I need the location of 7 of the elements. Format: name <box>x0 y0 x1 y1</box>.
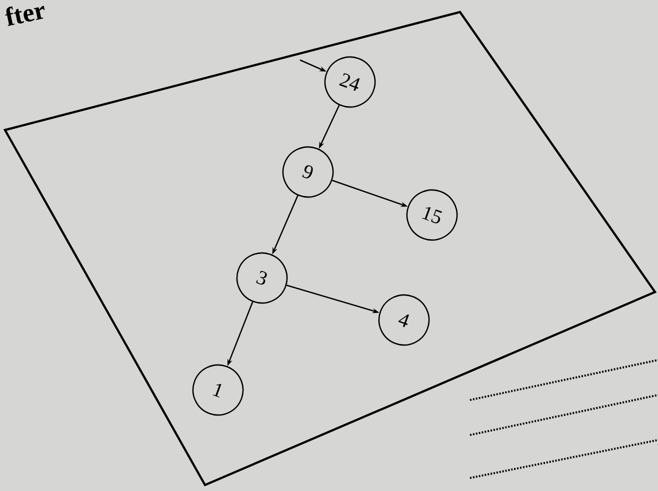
heading-text: fter <box>5 6 45 26</box>
tree-node: 24 <box>324 56 376 108</box>
tree-node: 3 <box>236 252 288 304</box>
tree-node: 1 <box>192 364 244 416</box>
tree-node: 4 <box>378 294 430 346</box>
tree-node: 15 <box>406 189 458 241</box>
tree-node: 9 <box>282 146 334 198</box>
